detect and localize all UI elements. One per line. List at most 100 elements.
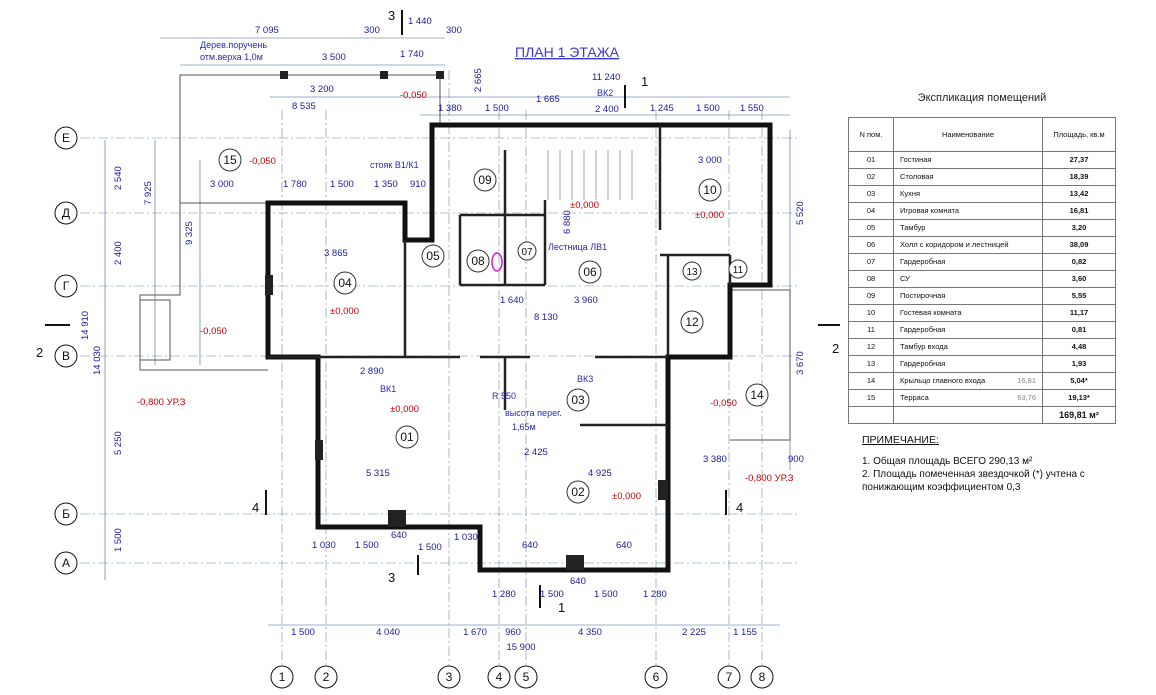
dimension: 640 [522,540,538,551]
dimension: 1 440 [408,16,432,27]
dimension: 1 640 [500,295,524,306]
axis-label: 2 [323,670,330,684]
room-number: 14 [750,388,764,402]
dimension: 2 540 [113,166,124,190]
room-number-cell: 14 [848,372,894,390]
notes: ПРИМЕЧАНИЕ: 1. Общая площадь ВСЕГО 290,1… [862,434,1085,494]
room-area-cell: 3,60 [1042,270,1116,288]
notes-heading: ПРИМЕЧАНИЕ: [862,434,939,446]
room-area-cell: 4,48 [1042,338,1116,356]
level-mark: ±0,000 [612,491,641,502]
room-number: 08 [471,254,485,268]
dimension: 1 500 [594,589,618,600]
annotation: ВК2 [597,88,613,98]
room-name: Гостиная [900,155,932,164]
section-3-mark: 3 [388,570,395,585]
dimension: 1 500 [113,528,124,552]
dimension: 2 225 [682,627,706,638]
annotation: 1,65м [512,422,536,432]
dimension: 3 000 [698,155,722,166]
section-1-mark: 1 [558,600,565,615]
dimension: 14 030 [92,346,103,375]
room-name: Терраса [900,393,929,402]
annotation: стояк В1/К1 [370,160,419,170]
room-number: 07 [521,247,533,258]
annotation: отм.верха 1,0м [200,52,263,62]
axis-label: В [62,349,70,363]
room-name: Тамбур входа [900,342,948,351]
dimension: 3 960 [574,295,598,306]
room-name-cell: Гостиная [893,151,1043,169]
room-number: 05 [426,249,440,263]
dimension: 1 500 [291,627,315,638]
room-number-cell: 12 [848,338,894,356]
section-3-mark: 3 [388,8,395,23]
dimension: 1 780 [283,179,307,190]
room-name: Тамбур [900,223,926,232]
room-name: Гардеробная [900,325,946,334]
annotation: Дерев.поручень [200,40,267,50]
dimension: 3 380 [703,454,727,465]
dimension: 5 250 [113,431,124,455]
room-number-cell: 01 [848,151,894,169]
axis-label: 6 [653,670,660,684]
axis-label: Д [62,206,70,220]
dimension: 3 865 [324,248,348,259]
room-name-cell: Тамбур [893,219,1043,237]
dimension: 2 425 [524,447,548,458]
empty-cell [848,406,894,424]
note-line: 2. Площадь помеченная звездочкой (*) учт… [862,469,1085,480]
room-area-cell: 19,13* [1042,389,1116,407]
staircase [547,150,633,200]
full-area: 16,81 [1017,376,1036,385]
room-number: 09 [478,173,492,187]
dimension: 1 500 [355,540,379,551]
dimension: 1 665 [536,94,560,105]
dimension: 3 000 [210,179,234,190]
header-number: N пом. [848,117,894,152]
room-name-cell: Холл с коридором и лестницей [893,236,1043,254]
dimension: 7 095 [255,25,279,36]
section-4-mark: 4 [252,500,259,515]
room-name: СУ [900,274,910,283]
dimension: 1 500 [330,179,354,190]
dimension: 960 [505,627,521,638]
dimension: 1 380 [438,103,462,114]
room-area-cell: 11,17 [1042,304,1116,322]
column-axes: 1 2 3 4 5 6 7 8 [270,665,774,689]
room-name-cell: Гардеробная [893,321,1043,339]
total-row: 169,81 м² [848,406,1116,424]
room-number-cell: 06 [848,236,894,254]
room-number-cell: 05 [848,219,894,237]
dimension: 4 350 [578,627,602,638]
room-name-cell: Тамбур входа [893,338,1043,356]
level-mark: -0,050 [249,156,276,167]
room-name: Гардеробная [900,257,946,266]
level-mark: -0,050 [200,326,227,337]
total-area: 169,81 м² [1042,406,1116,424]
axis-label: 8 [759,670,766,684]
room-area-cell: 13,42 [1042,185,1116,203]
section-2-mark: 2 [36,345,43,360]
annotation: R 550 [492,391,516,401]
room-markers: 15 09 10 05 08 07 06 04 13 11 12 03 14 0… [218,148,769,504]
room-number: 06 [583,265,597,279]
dimension: 640 [616,540,632,551]
dimension: 300 [446,25,462,36]
floor-plan: ПЛАН 1 ЭТАЖА Е Д Г В Б А 1 2 3 4 5 6 7 8… [36,8,840,689]
axis-label: 7 [726,670,733,684]
dimension: 2 400 [595,104,619,115]
room-area-cell: 1,93 [1042,355,1116,373]
room-number: 12 [685,315,699,329]
room-number-cell: 15 [848,389,894,407]
dimension: 300 [364,25,380,36]
dimension: 14 910 [80,311,91,340]
note-line: 1. Общая площадь ВСЕГО 290,13 м² [862,456,1033,467]
room-area-cell: 0,82 [1042,253,1116,271]
